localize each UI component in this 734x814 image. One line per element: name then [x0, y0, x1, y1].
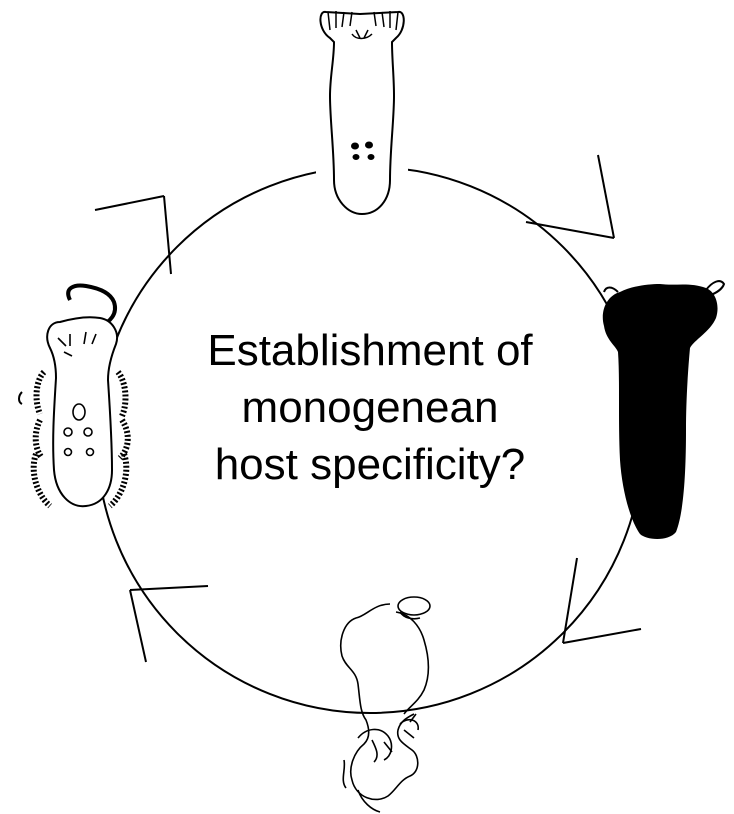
ciliated-larva-icon — [19, 286, 128, 507]
silhouette-larva-icon — [603, 281, 724, 539]
center-question-label: Establishment of monogenean host specifi… — [170, 322, 570, 493]
center-label-line-1: Establishment of — [170, 322, 570, 379]
oncomiracidium-larva-icon — [316, 2, 408, 218]
arrow-top-left-icon — [95, 196, 171, 274]
center-label-line-3: host specificity? — [170, 436, 570, 493]
arrow-bottom-right-icon — [563, 558, 641, 643]
center-label-line-2: monogenean — [170, 379, 570, 436]
attached-worm-icon — [341, 597, 430, 812]
